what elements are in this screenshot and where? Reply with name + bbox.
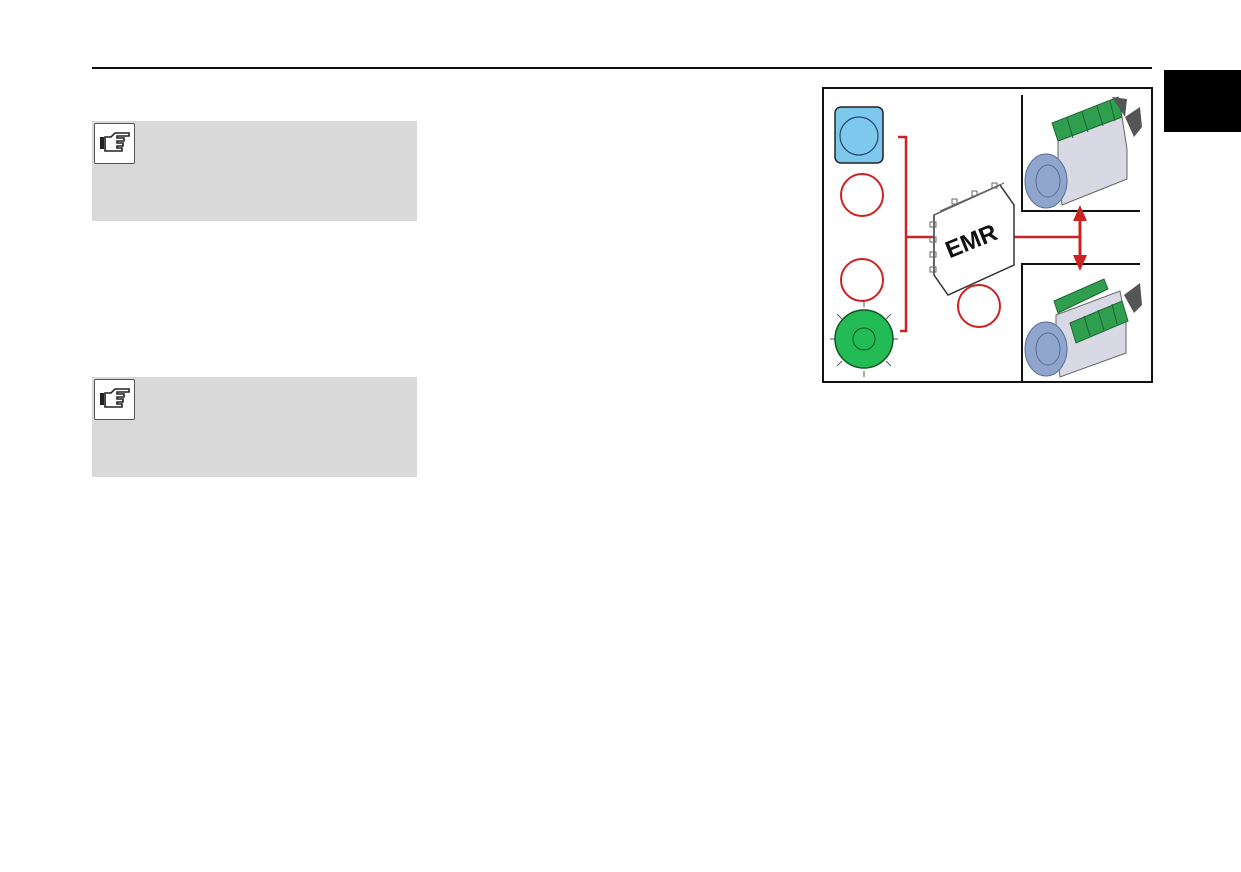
pointing-hand-icon <box>94 123 135 164</box>
callout-circle <box>840 173 884 217</box>
emr-control-unit: EMR <box>929 182 1015 296</box>
wiring <box>898 135 1080 333</box>
callout-circle <box>840 258 884 302</box>
chapter-tab <box>1164 70 1241 132</box>
push-button <box>834 106 884 164</box>
note-box <box>92 121 417 221</box>
emr-system-diagram: EMR <box>822 87 1153 383</box>
double-arrow <box>1073 205 1087 271</box>
engine-bottom <box>1024 278 1142 378</box>
engine-top <box>1024 96 1142 209</box>
note-box <box>92 377 417 477</box>
indicator-lamp <box>830 301 898 377</box>
pointing-hand-icon <box>94 379 135 420</box>
callout-circle <box>957 284 1001 328</box>
header-rule <box>92 67 1152 69</box>
